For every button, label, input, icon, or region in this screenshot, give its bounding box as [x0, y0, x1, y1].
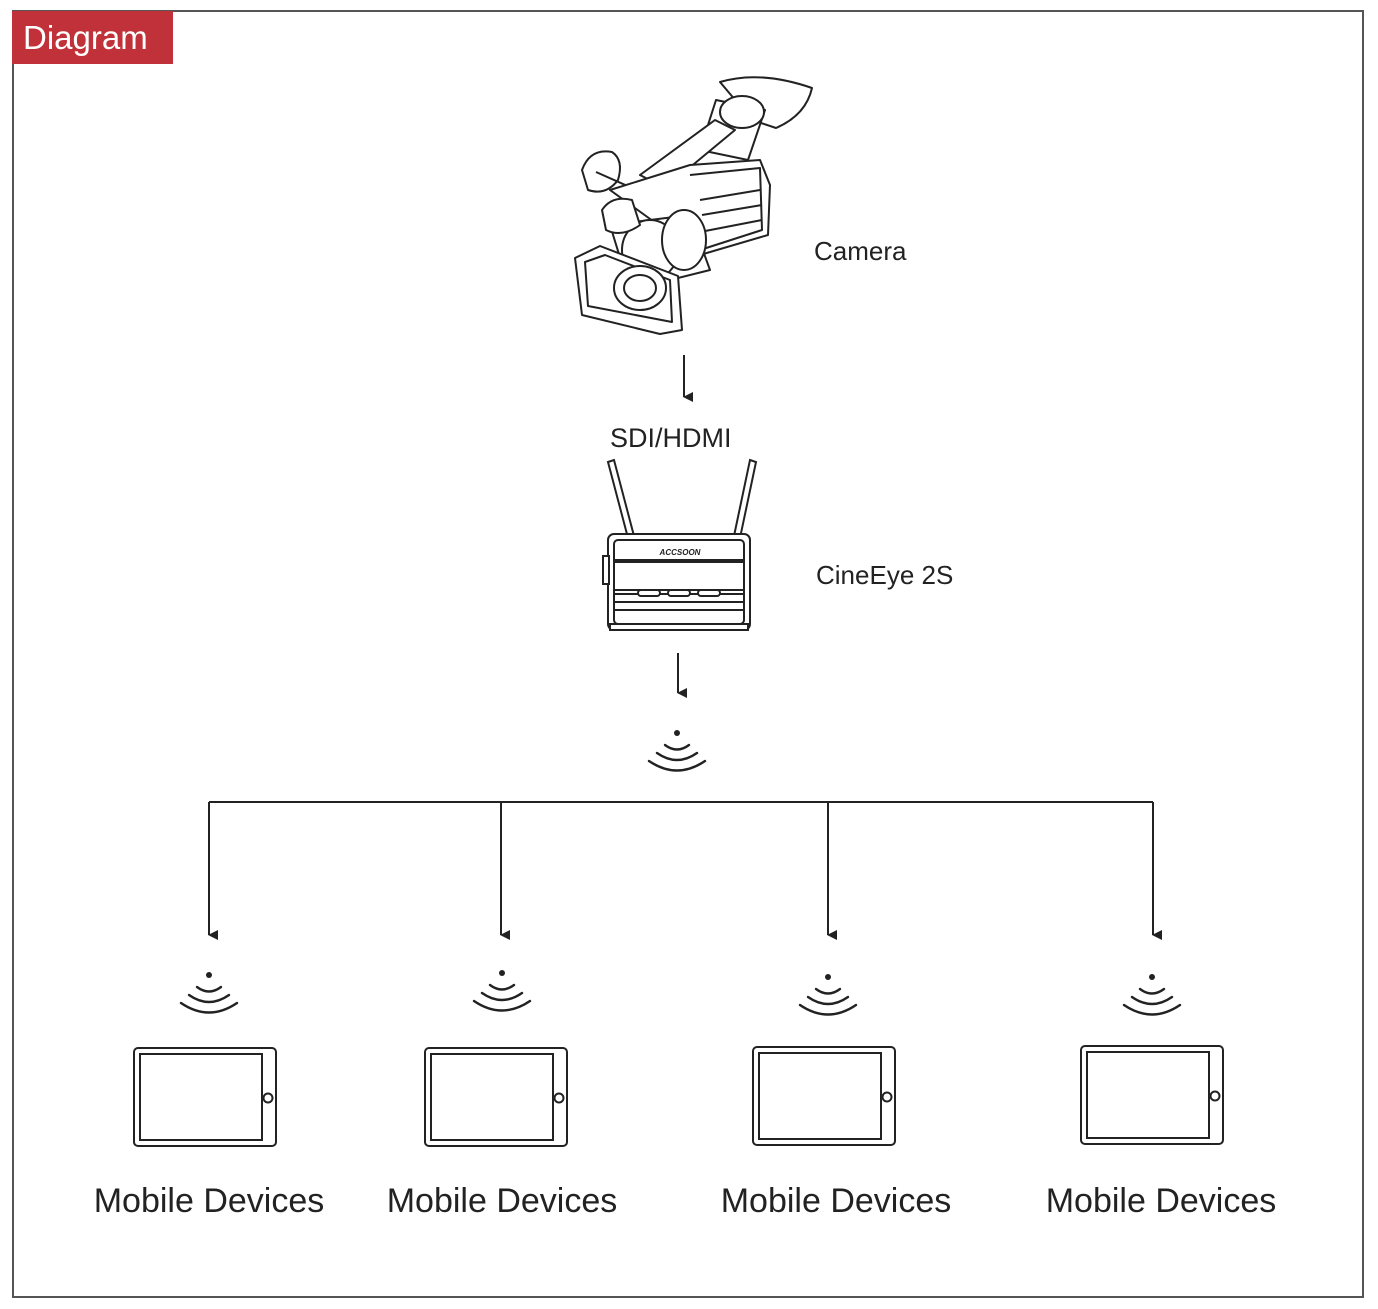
wifi-icon: [179, 972, 239, 1014]
tablet-icon: [1080, 1045, 1224, 1145]
device-label: Mobile Devices: [93, 1182, 325, 1220]
wifi-icon: [1122, 974, 1182, 1016]
device-label: Mobile Devices: [386, 1182, 618, 1220]
transmitter-illustration: [602, 458, 758, 631]
camera-illustration: [574, 76, 813, 335]
tablet-icon: [133, 1047, 277, 1147]
diagram-frame: [12, 10, 1364, 1298]
tablet-icon: [424, 1047, 568, 1147]
connection-label: SDI/HDMI: [610, 423, 732, 453]
wifi-icon: [798, 974, 858, 1016]
diagram-tag: Diagram: [12, 11, 173, 64]
transmitter-label: CineEye 2S: [816, 560, 954, 590]
wifi-icon: [647, 730, 707, 772]
wifi-icon: [472, 970, 532, 1012]
device-label: Mobile Devices: [720, 1182, 952, 1220]
transmitter-brand-text: ACCSOON: [659, 548, 701, 557]
camera-label: Camera: [814, 236, 907, 266]
tablet-icon: [752, 1046, 896, 1146]
device-label: Mobile Devices: [1045, 1182, 1277, 1220]
